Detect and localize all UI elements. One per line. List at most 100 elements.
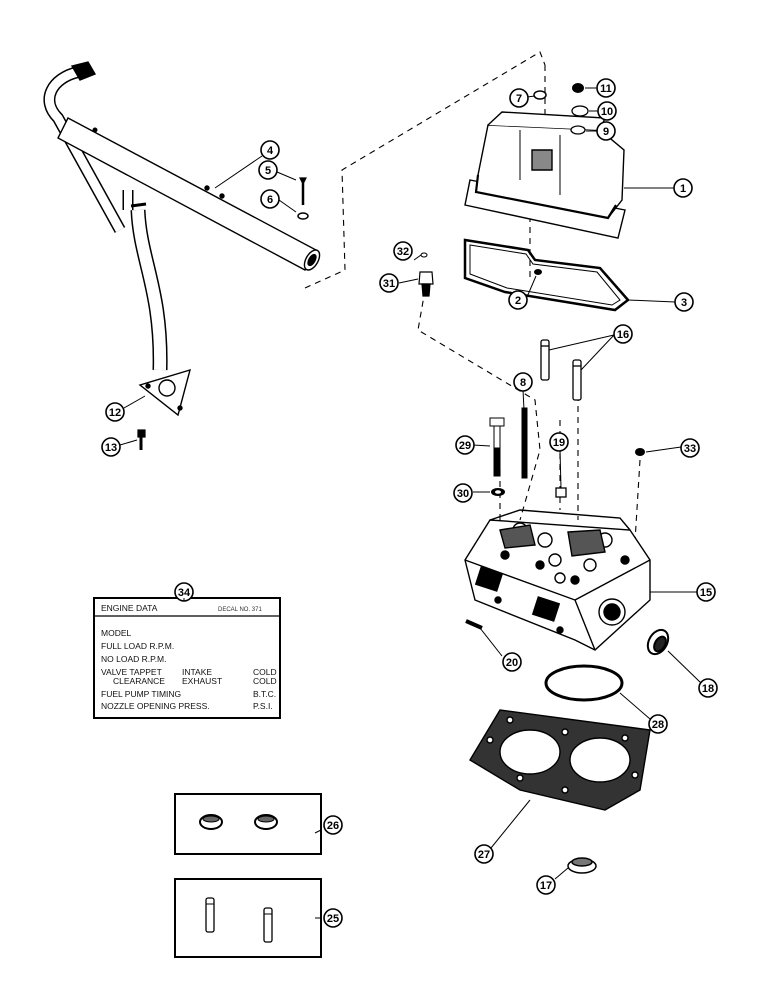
svg-text:30: 30: [457, 488, 469, 500]
nut-11: [572, 83, 584, 93]
callout-8: 8: [513, 372, 533, 392]
callout-27: 27: [474, 844, 494, 864]
svg-text:33: 33: [684, 443, 696, 455]
callout-31: 31: [379, 273, 399, 293]
callout-29: 29: [455, 435, 475, 455]
svg-text:2: 2: [515, 295, 521, 307]
decal-exhaust: EXHAUST: [182, 676, 222, 686]
washer-10: [571, 105, 589, 117]
callout-9: 9: [596, 121, 616, 141]
seal-17: [567, 857, 597, 874]
svg-text:20: 20: [506, 657, 518, 669]
stud-20: [465, 619, 483, 630]
svg-text:26: 26: [327, 820, 339, 832]
callout-20: 20: [502, 652, 522, 672]
plug-33: [635, 448, 645, 456]
leader-lines: [119, 87, 702, 919]
decal-model: MODEL: [101, 628, 132, 638]
svg-text:5: 5: [265, 165, 271, 177]
callout-26: 26: [323, 815, 343, 835]
svg-text:32: 32: [397, 246, 409, 258]
nut-19: [555, 487, 567, 498]
decal-fuel-pump: FUEL PUMP TIMING: [101, 689, 181, 699]
callout-34: 34: [174, 582, 194, 602]
callout-33: 33: [680, 438, 700, 458]
callout-13: 13: [101, 437, 121, 457]
callout-11: 11: [596, 78, 616, 98]
decal-clearance: CLEARANCE: [113, 676, 165, 686]
callout-32: 32: [393, 241, 413, 261]
decal-number: DECAL NO. 371: [218, 607, 262, 613]
washer-30-hole: [495, 490, 501, 494]
cover-gasket: [463, 238, 630, 312]
decal-cold-1: COLD: [253, 667, 277, 677]
cap-32: [420, 252, 428, 258]
decal-nozzle: NOZZLE OPENING PRESS.: [101, 701, 210, 711]
decal-valve-tappet: VALVE TAPPET: [101, 667, 162, 677]
callout-6: 6: [260, 189, 280, 209]
cap-screw-13: [137, 429, 146, 450]
svg-text:3: 3: [681, 297, 687, 309]
callout-3: 3: [674, 292, 694, 312]
bolt-29: [489, 417, 505, 477]
callout-16: 16: [613, 324, 633, 344]
svg-text:18: 18: [702, 683, 714, 695]
callout-12: 12: [105, 402, 125, 422]
decal-intake: INTAKE: [182, 667, 212, 677]
svg-text:10: 10: [601, 106, 613, 118]
stud-8: [521, 407, 528, 479]
svg-text:19: 19: [553, 437, 565, 449]
svg-text:7: 7: [516, 93, 522, 105]
svg-text:15: 15: [700, 587, 712, 599]
svg-text:28: 28: [652, 719, 664, 731]
valve-cover: [464, 111, 626, 239]
engine-data-decal: ENGINE DATA DECAL NO. 371 MODEL FULL LOA…: [93, 597, 281, 719]
svg-text:12: 12: [109, 407, 121, 419]
breather-tube: [57, 117, 317, 271]
svg-text:9: 9: [603, 126, 609, 138]
svg-text:29: 29: [459, 440, 471, 452]
svg-text:11: 11: [600, 83, 612, 95]
callout-5: 5: [258, 160, 278, 180]
svg-text:1: 1: [680, 183, 686, 195]
grommet-9: [570, 125, 586, 135]
svg-text:17: 17: [540, 880, 552, 892]
callout-4: 4: [260, 140, 280, 160]
cylinder-head: [464, 509, 651, 651]
decal-cold-2: COLD: [253, 676, 277, 686]
callout-25: 25: [323, 908, 343, 928]
svg-text:25: 25: [327, 913, 339, 925]
seal-7: [533, 90, 547, 100]
washer-6: [297, 212, 309, 220]
callout-10: 10: [597, 101, 617, 121]
callout-15: 15: [696, 582, 716, 602]
callout-7: 7: [509, 88, 529, 108]
svg-text:31: 31: [383, 278, 395, 290]
svg-text:6: 6: [267, 194, 273, 206]
svg-text:4: 4: [267, 145, 274, 157]
svg-text:34: 34: [178, 587, 191, 599]
callout-28: 28: [648, 714, 668, 734]
decal-btc: B.T.C.: [253, 689, 276, 699]
fitting-31: [418, 271, 434, 297]
callout-17: 17: [536, 875, 556, 895]
svg-text:27: 27: [478, 849, 490, 861]
decal-psi: P.S.I.: [253, 701, 273, 711]
callout-2: 2: [508, 290, 528, 310]
mounting-plate: [138, 368, 191, 417]
callout-18: 18: [698, 678, 718, 698]
o-ring-28: [544, 664, 624, 702]
callout-30: 30: [453, 483, 473, 503]
seal-kit-box: [174, 793, 322, 855]
callout-19: 19: [549, 432, 569, 452]
decal-full-load: FULL LOAD R.P.M.: [101, 641, 174, 651]
screw-5: [299, 177, 307, 205]
head-gasket: [469, 709, 651, 811]
svg-text:16: 16: [617, 329, 629, 341]
decal-title: ENGINE DATA: [101, 603, 158, 613]
nut-2: [534, 269, 542, 275]
decal-no-load: NO LOAD R.P.M.: [101, 654, 167, 664]
insert-18: [646, 628, 670, 656]
svg-text:8: 8: [520, 377, 526, 389]
